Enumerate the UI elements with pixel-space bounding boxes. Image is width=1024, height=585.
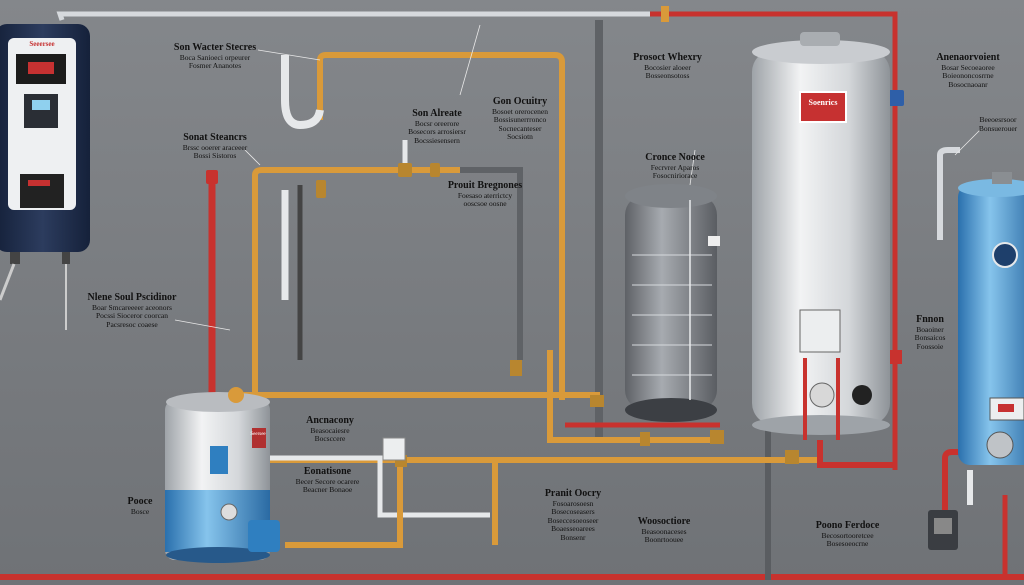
grey-loop [460,167,523,360]
label-cronce: Cronce Nooce Fecrvrer Aparos Fosocnirior… [645,152,705,181]
label-poono: Poono Ferdoce Becosortooretcee Bosesoeoc… [815,520,880,549]
vertical-conduit-2 [765,430,771,580]
white-u-bend [281,55,324,130]
small-tank-badge: Seersee [250,432,266,437]
white-lower [270,455,490,518]
tankless-water-heater [0,24,90,330]
expansion-tank [625,184,720,422]
label-pranit: Pranit Oocry Fosoarosoesn Bosecoseasers … [544,488,602,542]
right-cold-pipe [937,147,960,240]
tankless-badge: Seeersee [29,40,55,48]
copper-supply [252,167,460,400]
right-hot-pipe [942,449,965,510]
label-nlene: Nlene Soul Pscidinor Boar Smcareeeer ace… [87,292,177,329]
copper-branch [547,350,720,443]
label-prosoct: Prosoct Whexry Bocosier aloeer Bosseonso… [633,52,702,81]
top-hot-pipe [650,11,898,470]
junction-box [382,437,406,461]
vertical-conduit [595,20,603,440]
storage-water-heater [752,32,890,440]
label-ancnacony: Ancnacony Beasocaiesre Bocsccere [306,415,354,444]
point-of-use-tank [165,387,280,563]
copper-return [285,460,403,548]
label-woosoct: Woosoctiore Beasoonaceses Boonrtoouee [637,516,691,545]
label-eonatisone: Eonatisone Becer Secore ocarere Beacner … [295,466,360,495]
blue-water-heater [958,172,1024,465]
label-sonat: Sonat Steancrs Brssc ooerer araceeer Bos… [182,132,248,161]
label-anenaor: Anenaorvoient Bosar Secoeaoree Boieononc… [936,52,1000,89]
label-gon-ocuitry: Gon Ocuitry Bosoet orerocenen Bossisuner… [491,96,549,142]
floor-hot-pipe [0,574,1024,580]
tank-badge: Soenrics [808,98,838,107]
label-son-alreate: Son Alreate Bocsr oreerore Bosecors arro… [408,108,466,145]
label-pooce: Pooce Bosce [127,496,153,516]
copper-loop [317,52,565,400]
label-prouit: Prouit Bregnones Foesaso aterrictcy oosc… [447,180,523,209]
label-title: Son Wacter Stecres [173,42,257,53]
label-right-edge: Beeoesrsoor Bonsuerouer [978,115,1018,133]
top-cold-pipe [56,11,650,21]
label-son-wacter: Son Wacter Stecres Boca Sanioeci orpeure… [150,42,280,71]
hot-return [817,440,895,468]
label-fnnon: Fnnon Boaoiner Bonsaicos Foossoie [914,314,946,351]
